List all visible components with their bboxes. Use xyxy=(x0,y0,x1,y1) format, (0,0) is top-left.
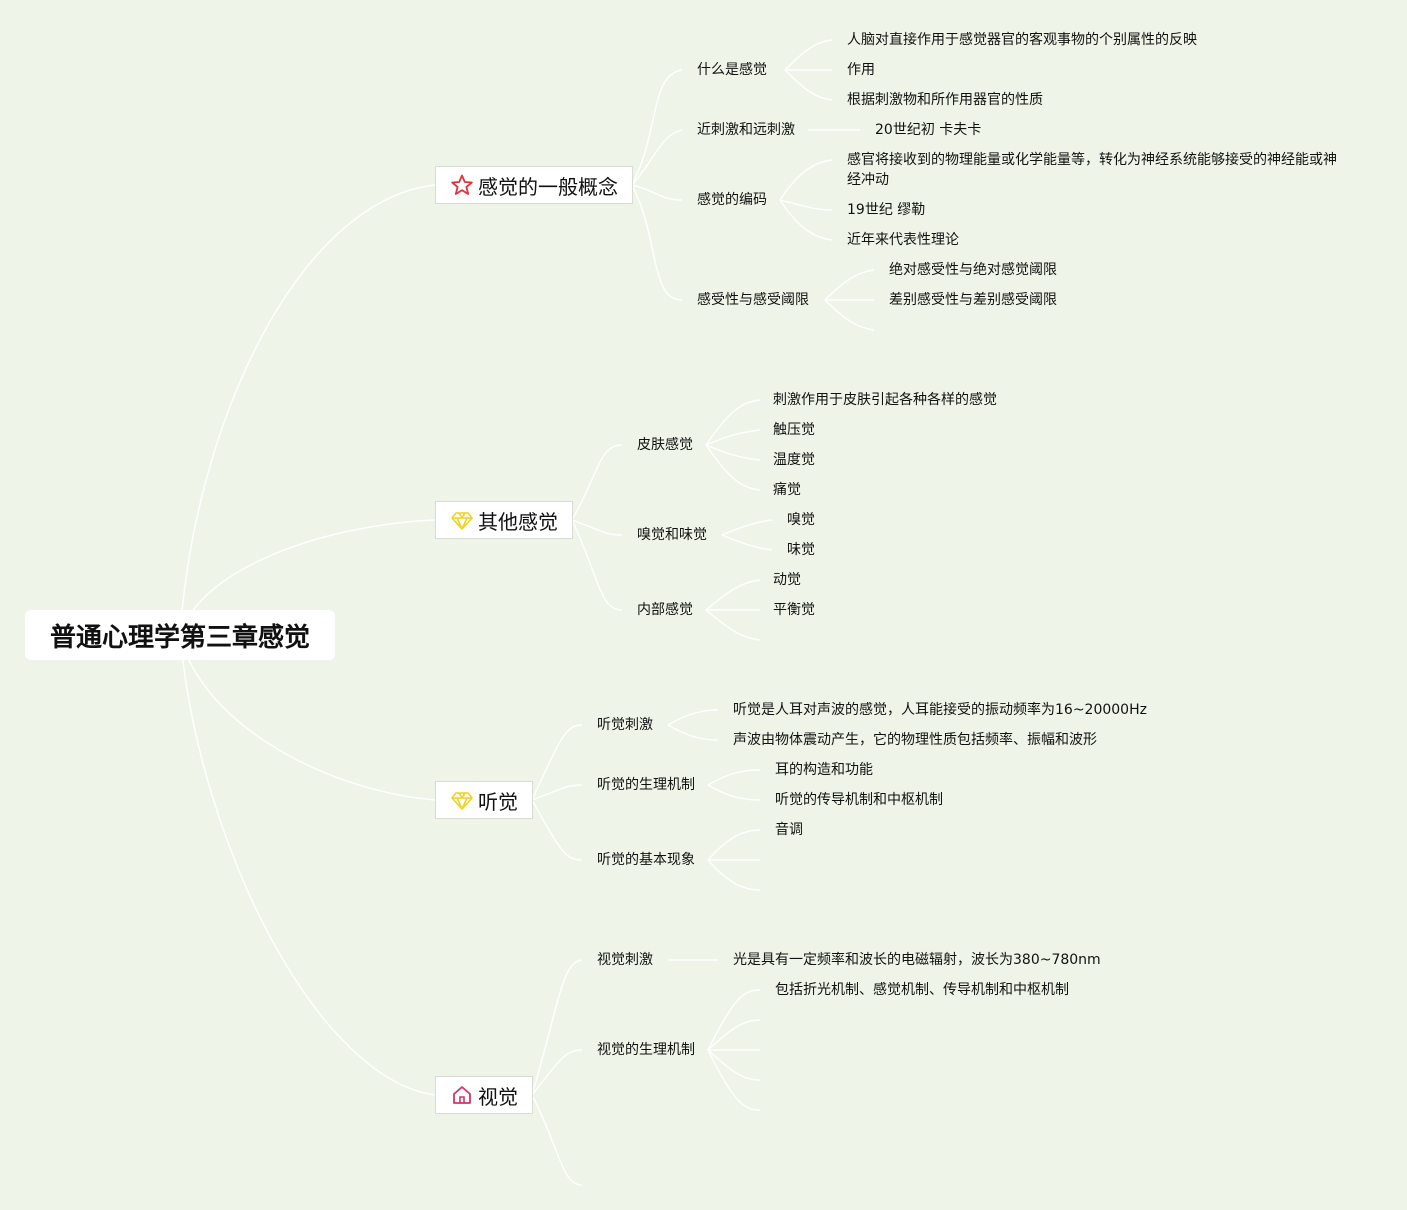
subtopic[interactable]: 嗅觉和味觉 xyxy=(637,527,707,543)
subtopic[interactable]: 皮肤感觉 xyxy=(637,437,693,453)
leaf-topic[interactable]: 痛觉 xyxy=(773,482,801,498)
leaf-topic[interactable]: 感官将接收到的物理能量或化学能量等，转化为神经系统能够接受的神经能或神经冲动 xyxy=(847,152,1337,188)
subtopic[interactable]: 感觉的编码 xyxy=(697,192,767,208)
leaf-topic[interactable]: 包括折光机制、感觉机制、传导机制和中枢机制 xyxy=(775,982,1069,998)
root-title: 普通心理学第三章感觉 xyxy=(49,622,310,653)
leaf-topic[interactable]: 听觉是人耳对声波的感觉，人耳能接受的振动频率为16~20000Hz xyxy=(733,702,1147,718)
leaf-topic[interactable]: 19世纪 缪勒 xyxy=(847,202,926,218)
leaf-topic[interactable]: 根据刺激物和所作用器官的性质 xyxy=(847,92,1043,108)
leaf-topic[interactable]: 耳的构造和功能 xyxy=(775,762,873,778)
leaf-topic[interactable]: 作用 xyxy=(847,62,875,78)
diamond-icon xyxy=(450,508,474,532)
leaf-topic[interactable]: 近年来代表性理论 xyxy=(847,232,959,248)
leaf-topic[interactable]: 嗅觉 xyxy=(787,512,815,528)
leaf-topic[interactable]: 动觉 xyxy=(773,572,801,588)
subtopic[interactable]: 听觉的基本现象 xyxy=(597,852,695,868)
subtopic[interactable]: 听觉刺激 xyxy=(597,717,653,733)
house-icon xyxy=(450,1083,474,1107)
leaf-topic[interactable]: 味觉 xyxy=(787,542,815,558)
subtopic[interactable]: 视觉的生理机制 xyxy=(597,1042,695,1058)
leaf-topic[interactable]: 绝对感受性与绝对感觉阈限 xyxy=(889,262,1057,278)
diamond-icon xyxy=(450,788,474,812)
leaf-topic[interactable]: 温度觉 xyxy=(773,452,815,468)
leaf-topic[interactable]: 光是具有一定频率和波长的电磁辐射，波长为380~780nm xyxy=(733,952,1101,968)
branch-label: 感觉的一般概念 xyxy=(478,174,618,199)
leaf-topic[interactable]: 刺激作用于皮肤引起各种各样的感觉 xyxy=(773,392,997,408)
star-icon xyxy=(450,173,474,197)
leaf-topic[interactable]: 声波由物体震动产生，它的物理性质包括频率、振幅和波形 xyxy=(733,732,1097,748)
leaf-topic[interactable]: 差别感受性与差别感受阈限 xyxy=(889,292,1057,308)
leaf-topic[interactable]: 平衡觉 xyxy=(773,602,815,618)
leaf-topic[interactable]: 音调 xyxy=(775,822,803,838)
subtopic[interactable]: 什么是感觉 xyxy=(697,62,767,78)
leaf-topic[interactable]: 听觉的传导机制和中枢机制 xyxy=(775,792,943,808)
subtopic[interactable]: 内部感觉 xyxy=(637,602,693,618)
branch-label: 听觉 xyxy=(478,789,518,814)
subtopic[interactable]: 听觉的生理机制 xyxy=(597,777,695,793)
branch-label: 视觉 xyxy=(478,1084,518,1109)
branch-label: 其他感觉 xyxy=(478,509,558,534)
leaf-topic[interactable]: 触压觉 xyxy=(773,422,815,438)
root-topic[interactable]: 普通心理学第三章感觉 xyxy=(25,610,335,660)
subtopic[interactable]: 感受性与感受阈限 xyxy=(697,292,809,308)
branch-hearing[interactable]: 听觉 xyxy=(435,781,533,819)
subtopic[interactable]: 近刺激和远刺激 xyxy=(697,122,795,138)
subtopic[interactable]: 视觉刺激 xyxy=(597,952,653,968)
leaf-topic[interactable]: 20世纪初 卡夫卡 xyxy=(875,122,982,138)
leaf-topic[interactable]: 人脑对直接作用于感觉器官的客观事物的个别属性的反映 xyxy=(847,32,1197,48)
branch-general-concept[interactable]: 感觉的一般概念 xyxy=(435,166,633,204)
branch-vision[interactable]: 视觉 xyxy=(435,1076,533,1114)
branch-other-senses[interactable]: 其他感觉 xyxy=(435,501,573,539)
